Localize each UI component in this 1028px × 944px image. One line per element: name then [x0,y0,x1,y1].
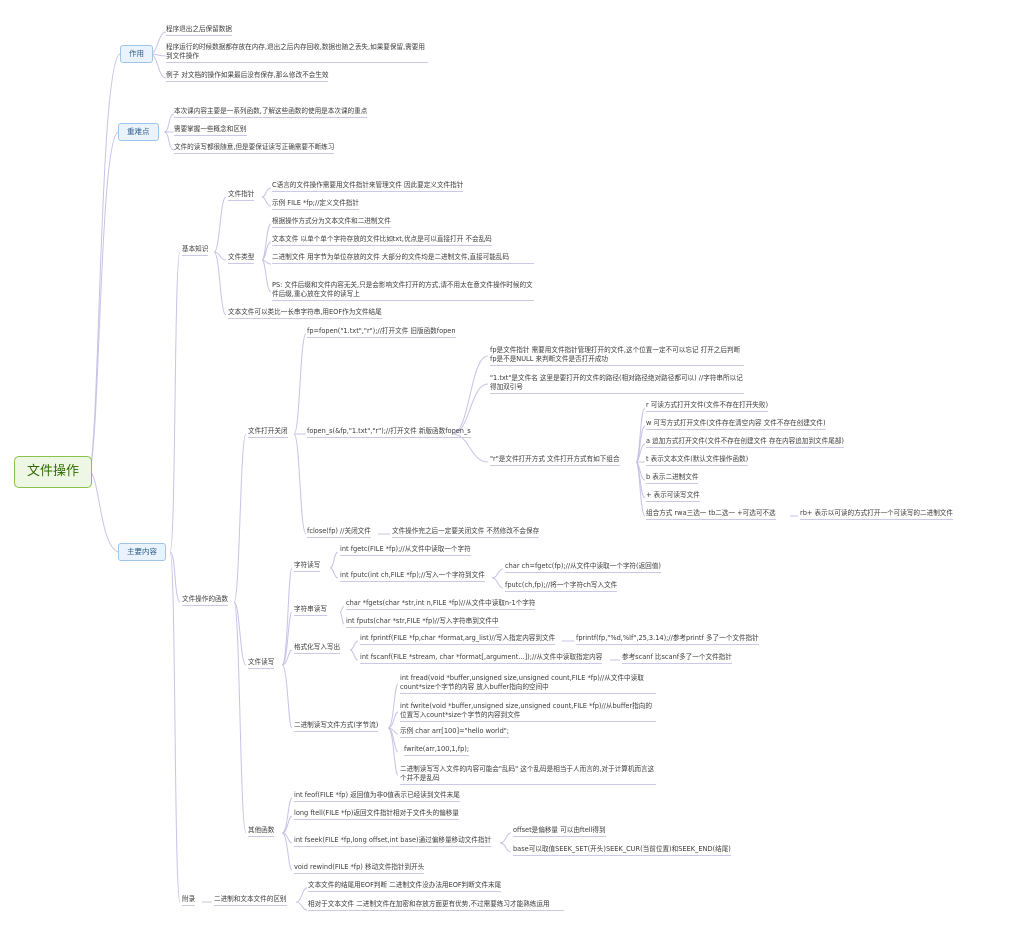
char-example-2[interactable]: fputc(ch,fp);//将一个字符ch写入文件 [505,581,618,592]
topic-fulu[interactable]: 附录 [182,895,196,906]
mode-r[interactable]: r 可读方式打开文件(文件不存在打开失败) [646,401,769,412]
topic-fmt[interactable]: 格式化写入写出 [294,643,341,654]
zuoyong-item-1[interactable]: 程序退出之后保留数据 [166,25,232,36]
fseek-offset[interactable]: offset是偏移量 可以由ftell得到 [513,826,606,837]
topic-char[interactable]: 字符读写 [294,561,321,572]
zhongnan-item-1[interactable]: 本次课内容主要是一系列函数,了解这些函数的使用是本次课的重点 [174,107,368,118]
topic-other[interactable]: 其他函数 [248,826,275,837]
root-topic[interactable]: 文件操作 [14,456,92,488]
zhongnan-item-2[interactable]: 需要掌握一些概念和区别 [174,125,247,136]
fclose-item[interactable]: fclose(fp) //关闭文件 [307,527,371,538]
fscanf-example[interactable]: 参考scanf 比scanf多了一个文件指针 [622,653,732,664]
topic-hanshu[interactable]: 文件操作的函数 [182,595,229,606]
fprintf-item[interactable]: int fprintf(FILE *fp,char *format,arg_li… [360,634,556,645]
mode-a[interactable]: a 追加方式打开文件(文件不存在创建文件 存在内容追加到文件尾部) [646,437,845,448]
wjlx-item-4[interactable]: PS: 文件后缀和文件内容无关,只是会影响文件打开的方式,请不用太在意文件操作时… [272,281,534,301]
feof-item[interactable]: int feof(FILE *fp) 返回值为非0值表示已经读到文件末尾 [294,791,460,802]
topic-str[interactable]: 字符串读写 [294,605,327,616]
zhongnan-item-3[interactable]: 文件的读写都很随意,但是要保证读写正确需要不断练习 [174,143,335,154]
wjlx-item-1[interactable]: 根据操作方式分为文本文件和二进制文件 [272,217,391,228]
fputc-item[interactable]: int fputc(int ch,FILE *fp);//写入一个字符到文件 [340,571,485,582]
mode-plus[interactable]: + 表示可读写文件 [646,491,700,502]
wjzz-item-1[interactable]: C语言的文件操作需要用文件指针来管理文件 因此要定义文件指针 [272,181,464,192]
topic-wjzz[interactable]: 文件指针 [228,190,255,201]
topic-rw[interactable]: 文件读写 [248,658,275,669]
mode-combo[interactable]: 组合方式 rwa三选一 tb二选一 +可选可不选 [646,509,776,520]
fgets-item[interactable]: char *fgets(char *str,int n,FILE *fp)//从… [346,599,536,610]
fread-item[interactable]: int fread(void *buffer,unsigned size,uns… [400,674,656,694]
fprintf-example[interactable]: fprintf(fp,"%d,%lf",25,3.14);//参考printf … [576,634,759,645]
fseek-item[interactable]: int fseek(FILE *fp,long offset,int base)… [294,836,492,847]
fopens-mode[interactable]: "r"是文件打开方式 文件打开方式有如下组合 [490,455,620,466]
mode-w[interactable]: w 可写方式打开文件(文件存在清空内容 文件不存在创建文件) [646,419,826,430]
mode-b[interactable]: b 表示二进制文件 [646,473,699,484]
fulu-item-1[interactable]: 文本文件的结尾用EOF判断 二进制文件没办法用EOF判断文件末尾 [308,881,502,892]
topic-zuoyong[interactable]: 作用 [120,45,153,63]
fwrite-item[interactable]: int fwrite(void *buffer,unsigned size,un… [400,702,656,722]
wjzz-item-2[interactable]: 示例 FILE *fp;//定义文件指针 [272,199,359,210]
bin-example-1[interactable]: 示例 char arr[100]="hello world"; [400,727,510,738]
fopen-item[interactable]: fp=fopen("1.txt","r");//打开文件 旧版函数fopen [307,327,456,338]
bin-note[interactable]: 二进制读写写入文件的内容可能会"乱码" 这个乱码是相当于人而言的,对于计算机而言… [400,765,656,785]
fulu-item-2[interactable]: 相对于文本文件 二进制文件在加密和存放方面更有优势,不过需要练习才能熟练运用 [308,900,564,911]
fopens-filename[interactable]: "1.txt"是文件名 这里是要打开的文件的路径(相对路径绝对路径都可以) //… [490,374,744,394]
fputs-item[interactable]: int fputs(char *str,FILE *fp)//写入字符串到文件中 [346,617,499,628]
fopens-fp[interactable]: fp是文件指针 需要用文件指针管理打开的文件,这个位置一定不可以忘记 打开之后判… [490,346,744,366]
topic-jiben[interactable]: 基本知识 [182,245,209,256]
bin-example-2[interactable]: fwrite(arr,100,1,fp); [404,745,470,756]
topic-zhongnan[interactable]: 重难点 [118,123,159,141]
topic-bin[interactable]: 二进制读写文件方式(字节流) [294,721,379,732]
wjlx-item-3[interactable]: 二进制文件 用字节为单位存放的文件 大部分的文件均是二进制文件,直接可能乱码 [272,253,534,264]
wjlx-item-2[interactable]: 文本文件 以单个单个字符存放的文件比如txt,优点是可以直接打开 不会乱码 [272,235,492,246]
topic-open[interactable]: 文件打开关闭 [248,427,288,438]
topic-main[interactable]: 主要内容 [118,543,166,561]
mode-t[interactable]: t 表示文本文件(默认文件操作函数) [646,455,749,466]
zuoyong-item-3[interactable]: 例子 对文档的操作如果最后没有保存,那么修改不会生效 [166,71,329,82]
fscanf-item[interactable]: int fscanf(FILE *stream, char *format[,a… [360,653,603,664]
fclose-note[interactable]: 文件操作完之后一定要关闭文件 不然修改不会保存 [392,527,540,538]
zuoyong-item-2[interactable]: 程序运行的时候数据都存放在内存,退出之后内存回收,数据也随之丢失,如果要保留,需… [166,43,428,63]
topic-wjlx[interactable]: 文件类型 [228,253,255,264]
fgetc-item[interactable]: int fgetc(FILE *fp);//从文件中读取一个字符 [340,545,471,556]
ftell-item[interactable]: long ftell(FILE *fp)返回文件指针相对于文件头的偏移量 [294,809,459,820]
rewind-item[interactable]: void rewind(FILE *fp) 移动文件指针到开头 [294,863,425,874]
mode-combo-example[interactable]: rb+ 表示以可读的方式打开一个可读写的二进制文件 [800,509,953,520]
jiben-eof[interactable]: 文本文件可以类比一长串字符串,用EOF作为文件结尾 [228,308,382,319]
fulu-sub[interactable]: 二进制和文本文件的区别 [214,895,287,906]
char-example-1[interactable]: char ch=fgetc(fp);//从文件中读取一个字符(返回值) [505,562,661,573]
fseek-base[interactable]: base可以取值SEEK_SET(开头)SEEK_CUR(当前位置)和SEEK_… [513,845,731,856]
fopens-item[interactable]: fopen_s(&fp,"1.txt","r");//打开文件 新版函数fope… [307,427,471,438]
